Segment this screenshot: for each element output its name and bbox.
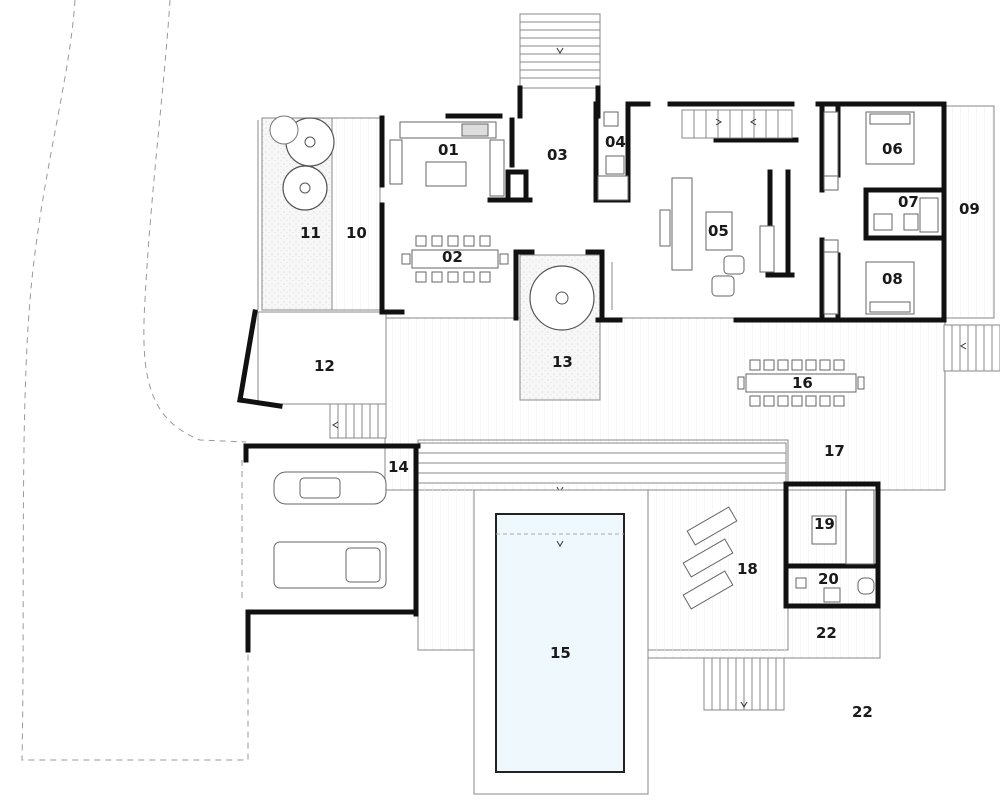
steps-pool [417,442,787,493]
room-label-16: 16 [792,374,813,392]
steps-12 [329,403,387,439]
room-label-14: 14 [388,458,409,476]
stair-arrow-icon [332,421,339,429]
pool [473,489,649,795]
room-label-07: 07 [898,193,919,211]
room-label-17: 17 [824,442,845,460]
truck-icon [273,541,387,589]
room-label-03: 03 [547,146,568,164]
room-label-12: 12 [314,357,335,375]
stair-arrow-icon [960,342,967,350]
deck-side-10 [331,117,381,311]
room-label-01: 01 [438,141,459,159]
bath-04 [597,111,629,201]
room-label-04: 04 [605,133,626,151]
dining-table [401,235,509,283]
bath-07 [873,197,939,233]
room-label-18: 18 [737,560,758,578]
kitchen [389,121,505,197]
deck-pool-right [647,489,881,659]
steps-lower [703,657,785,711]
room-label-22-lower: 22 [852,703,873,721]
lounger-icon [682,506,738,610]
outdoor-dining-table [737,359,865,407]
room-label-22-upper: 22 [816,624,837,642]
stair-arrow-icon [750,118,757,126]
room-label-13: 13 [552,353,573,371]
deck-east-09 [943,105,995,319]
room-label-10: 10 [346,224,367,242]
room-label-20: 20 [818,570,839,588]
room-label-11: 11 [300,224,321,242]
stair-arrow-icon [715,118,722,126]
interior-stair [681,109,793,139]
bed-08 [823,239,915,315]
room-label-02: 02 [442,248,463,266]
room-label-15: 15 [550,644,571,662]
stair-arrow-icon [556,540,564,547]
pool-house [783,481,881,609]
bed-06 [823,111,915,191]
garden-walls [237,120,283,409]
entry-stair [519,13,601,89]
site-boundary-inner [143,0,247,443]
living-room-furniture [659,177,775,297]
stair-arrow-icon [740,701,748,708]
site-boundary [21,0,249,761]
stair-arrow-icon [556,47,564,54]
deck-12 [257,311,387,405]
room-label-05: 05 [708,222,729,240]
room-label-09: 09 [959,200,980,218]
room-label-19: 19 [814,515,835,533]
tree-icon [269,115,595,331]
room-label-06: 06 [882,140,903,158]
garage [241,443,421,653]
room-label-08: 08 [882,270,903,288]
car-icon [273,471,387,505]
steps-east [943,324,1000,372]
